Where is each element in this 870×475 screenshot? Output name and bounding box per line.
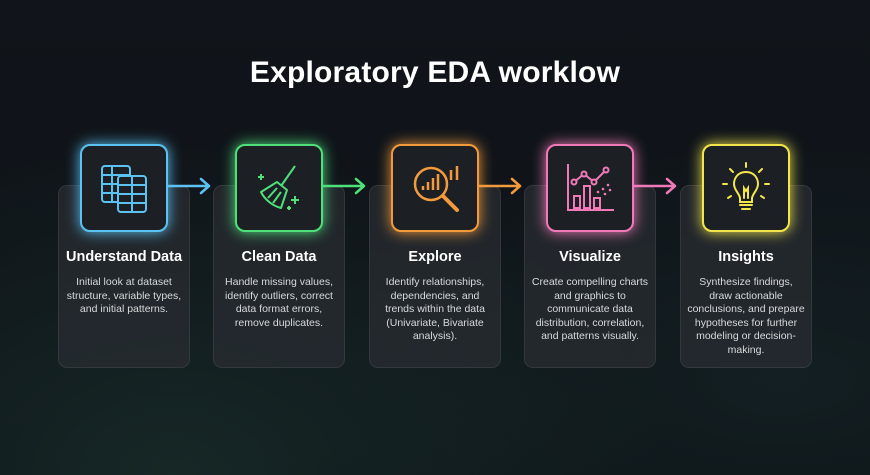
step-description: Handle missing values, identify outliers… (225, 276, 333, 329)
magnifier-chart-icon (391, 144, 479, 232)
arrow-icon (167, 177, 211, 195)
step-description: Synthesize findings, draw actionable con… (687, 276, 805, 356)
step-title: Clean Data (241, 249, 317, 265)
arrow-icon (633, 177, 677, 195)
arrow-icon (322, 177, 366, 195)
chart-icon (546, 144, 634, 232)
broom-icon (235, 144, 323, 232)
step-title: Visualize (559, 249, 621, 265)
lightbulb-icon (702, 144, 790, 232)
page-title: Exploratory EDA worklow (249, 56, 621, 89)
tables-icon (80, 144, 168, 232)
step-title: Insights (718, 249, 774, 265)
step-title: Explore (408, 249, 462, 265)
step-description: Initial look at dataset structure, varia… (66, 276, 182, 315)
arrow-icon (478, 177, 522, 195)
step-title: Understand Data (65, 249, 183, 265)
step-description: Create compelling charts and graphics to… (531, 276, 649, 342)
step-description: Identify relationships, dependencies, an… (385, 276, 485, 342)
